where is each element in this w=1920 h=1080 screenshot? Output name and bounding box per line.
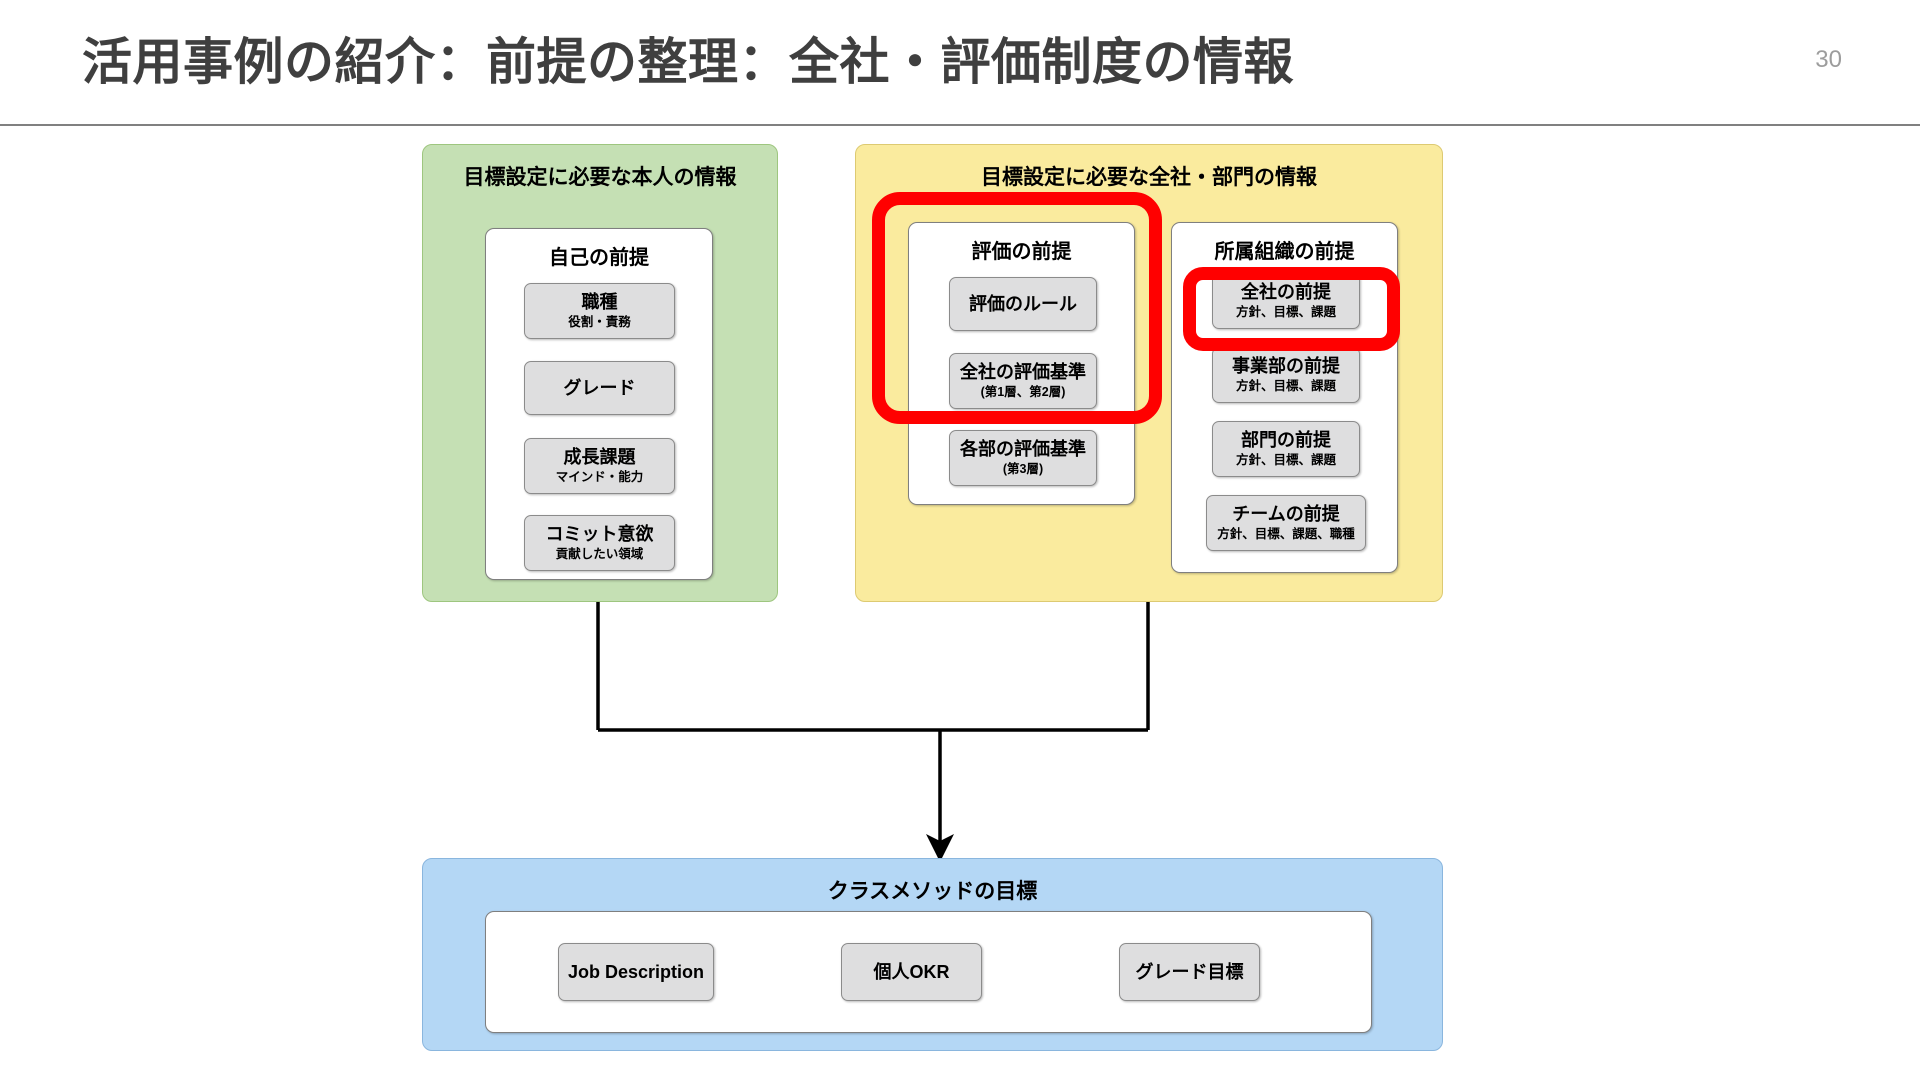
chip-team-premise[interactable]: チームの前提 方針、目標、課題、職種 (1206, 495, 1366, 551)
chip-growth-issue-label: 成長課題 (563, 447, 636, 468)
chip-company-premise[interactable]: 全社の前提 方針、目標、課題 (1212, 273, 1360, 329)
chip-commitment[interactable]: コミット意欲 貢献したい領域 (524, 515, 675, 571)
slide-header: 活用事例の紹介：前提の整理：全社・評価制度の情報 30 (0, 0, 1920, 124)
chip-division-premise-sub: 方針、目標、課題 (1235, 379, 1336, 394)
chip-job-description-label: Job Description (567, 961, 705, 982)
chip-job-type-sub: 役割・責務 (568, 315, 631, 330)
chip-department-premise-sub: 方針、目標、課題 (1235, 453, 1336, 468)
chip-job-type-label: 職種 (581, 292, 618, 313)
card-evaluation-premise: 評価の前提 評価のルール 全社の評価基準 (第1層、第2層) 各部の評価基準 (… (908, 222, 1135, 505)
chip-department-premise-label: 部門の前提 (1241, 430, 1331, 451)
chip-team-premise-sub: 方針、目標、課題、職種 (1217, 527, 1355, 542)
chip-team-premise-label: チームの前提 (1232, 504, 1340, 525)
card-organization-premise-title: 所属組織の前提 (1214, 241, 1355, 263)
chip-growth-issue[interactable]: 成長課題 マインド・能力 (524, 438, 675, 494)
chip-grade-goal-label: グレード目標 (1135, 961, 1244, 982)
chip-evaluation-rules[interactable]: 評価のルール (949, 277, 1097, 331)
chip-personal-okr[interactable]: 個人OKR (841, 943, 982, 1001)
chip-division-premise[interactable]: 事業部の前提 方針、目標、課題 (1212, 347, 1360, 403)
chip-department-premise[interactable]: 部門の前提 方針、目標、課題 (1212, 421, 1360, 477)
chip-commitment-label: コミット意欲 (545, 524, 654, 545)
page-title: 活用事例の紹介：前提の整理：全社・評価制度の情報 (82, 34, 1294, 90)
chip-department-evaluation-criteria-label: 各部の評価基準 (960, 439, 1086, 460)
panel-classmethod-goals-title: クラスメソッドの目標 (827, 880, 1038, 903)
chip-job-description[interactable]: Job Description (558, 943, 714, 1001)
panel-self-information-title: 目標設定に必要な本人の情報 (463, 166, 737, 189)
chip-division-premise-label: 事業部の前提 (1232, 356, 1340, 377)
chip-grade-goal[interactable]: グレード目標 (1119, 943, 1260, 1001)
chip-company-premise-label: 全社の前提 (1241, 282, 1331, 303)
chip-department-evaluation-criteria[interactable]: 各部の評価基準 (第3層) (949, 430, 1097, 486)
chip-company-premise-sub: 方針、目標、課題 (1235, 305, 1336, 320)
chip-company-evaluation-criteria-sub: (第1層、第2層) (980, 385, 1066, 400)
chip-commitment-sub: 貢献したい領域 (555, 547, 644, 562)
chip-department-evaluation-criteria-sub: (第3層) (1002, 462, 1044, 477)
chip-company-evaluation-criteria[interactable]: 全社の評価基準 (第1層、第2層) (949, 353, 1097, 409)
chip-job-type[interactable]: 職種 役割・責務 (524, 283, 675, 339)
panel-company-department-information-title: 目標設定に必要な全社・部門の情報 (981, 166, 1317, 189)
chip-growth-issue-sub: マインド・能力 (555, 470, 644, 485)
card-self-premise: 自己の前提 職種 役割・責務 グレード 成長課題 マインド・能力 コミット意欲 … (485, 228, 713, 580)
card-evaluation-premise-title: 評価の前提 (971, 241, 1072, 263)
evaluation-premise-highlight (872, 192, 1162, 424)
page-number: 30 (1815, 46, 1842, 73)
card-organization-premise: 所属組織の前提 全社の前提 方針、目標、課題 事業部の前提 方針、目標、課題 部… (1171, 222, 1398, 573)
chip-grade-label: グレード (563, 377, 636, 398)
chip-company-evaluation-criteria-label: 全社の評価基準 (960, 362, 1086, 383)
chip-personal-okr-label: 個人OKR (873, 961, 950, 982)
company-premise-highlight (1183, 267, 1400, 351)
chip-grade[interactable]: グレード (524, 361, 675, 415)
card-self-premise-title: 自己の前提 (549, 247, 649, 269)
chip-evaluation-rules-label: 評価のルール (969, 293, 1077, 314)
header-divider (0, 124, 1920, 126)
card-goals-items: Job Description 個人OKR グレード目標 (485, 911, 1372, 1033)
